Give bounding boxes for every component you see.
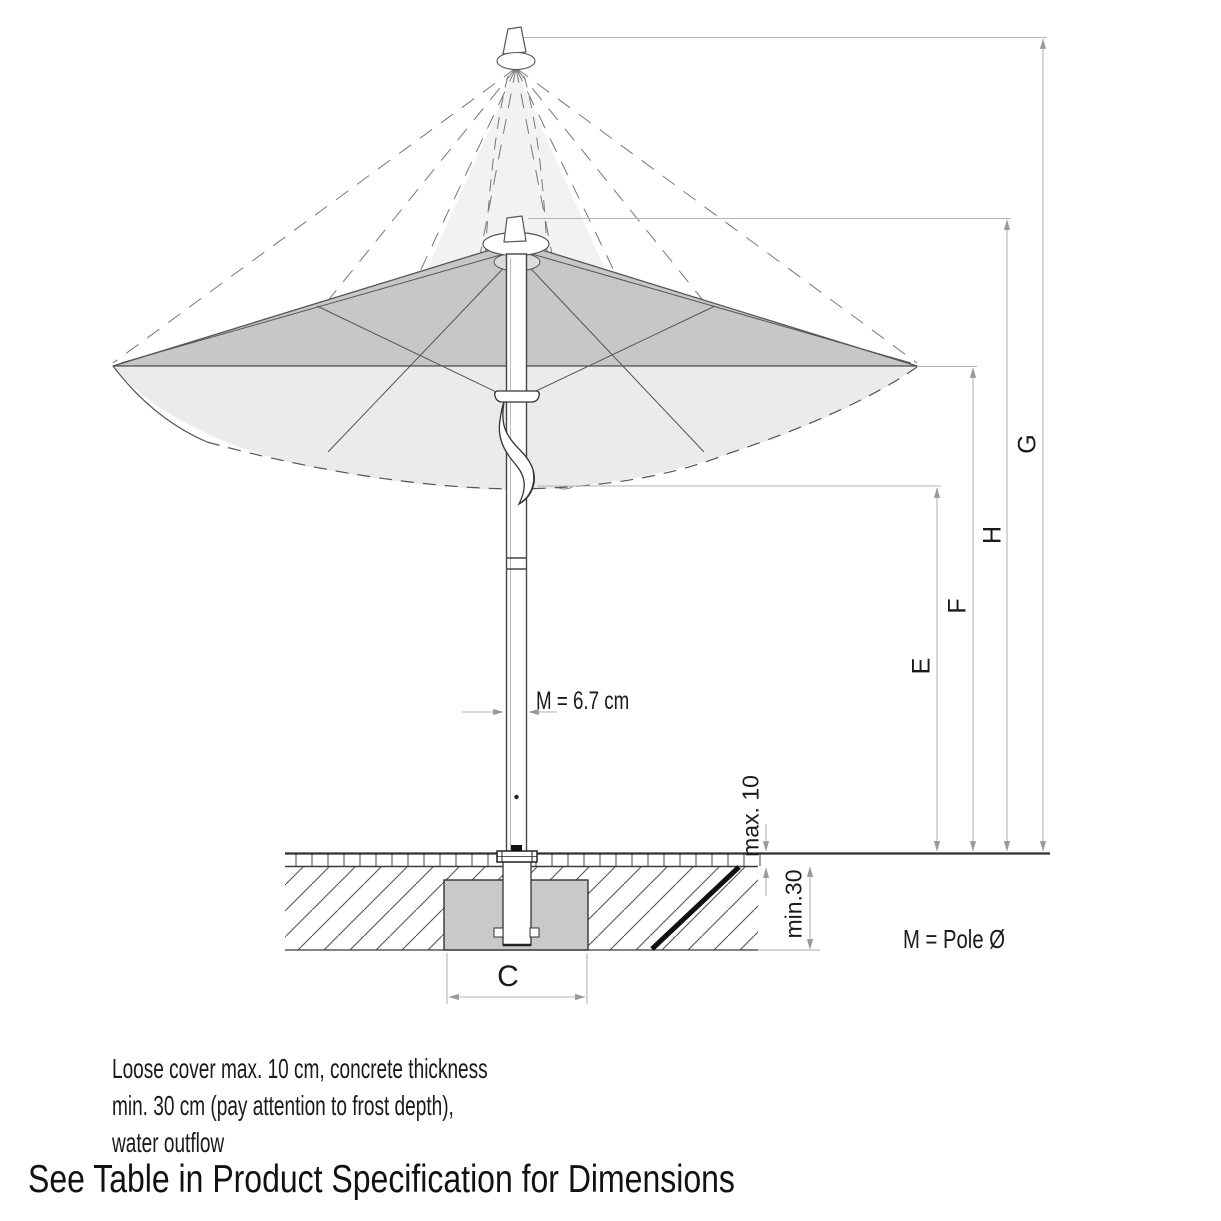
base-bolt bbox=[511, 845, 522, 852]
dim-label-C: C bbox=[497, 960, 519, 993]
dimension-lines bbox=[446, 36, 1047, 1004]
dim-label-E: E bbox=[907, 657, 936, 675]
concrete-depth-label: min.30 bbox=[780, 869, 807, 939]
pole-diameter-label: M = 6.7 cm bbox=[536, 687, 630, 715]
finial-raised bbox=[502, 26, 527, 55]
dim-label-H: H bbox=[978, 525, 1007, 545]
pole bbox=[505, 253, 528, 853]
ground-sleeve bbox=[502, 853, 532, 946]
footer-title: See Table in Product Specification for D… bbox=[28, 1158, 735, 1201]
installation-note-line1: Loose cover max. 10 cm, concrete thickne… bbox=[112, 1053, 488, 1084]
pole-legend: M = Pole Ø bbox=[903, 924, 1006, 954]
crank-handle bbox=[494, 390, 540, 506]
canopy-struts bbox=[316, 305, 716, 402]
section-break-mark bbox=[650, 865, 741, 951]
loose-cover-depth-label: max. 10 bbox=[737, 775, 764, 857]
installation-note-line2: min. 30 cm (pay attention to frost depth… bbox=[112, 1090, 454, 1121]
foundation-block bbox=[443, 845, 589, 951]
pole-pin bbox=[514, 794, 519, 800]
dim-label-F: F bbox=[943, 598, 972, 614]
dim-label-G: G bbox=[1013, 434, 1042, 454]
installation-note-line3: water outflow bbox=[112, 1127, 225, 1158]
finial-open bbox=[503, 215, 527, 243]
